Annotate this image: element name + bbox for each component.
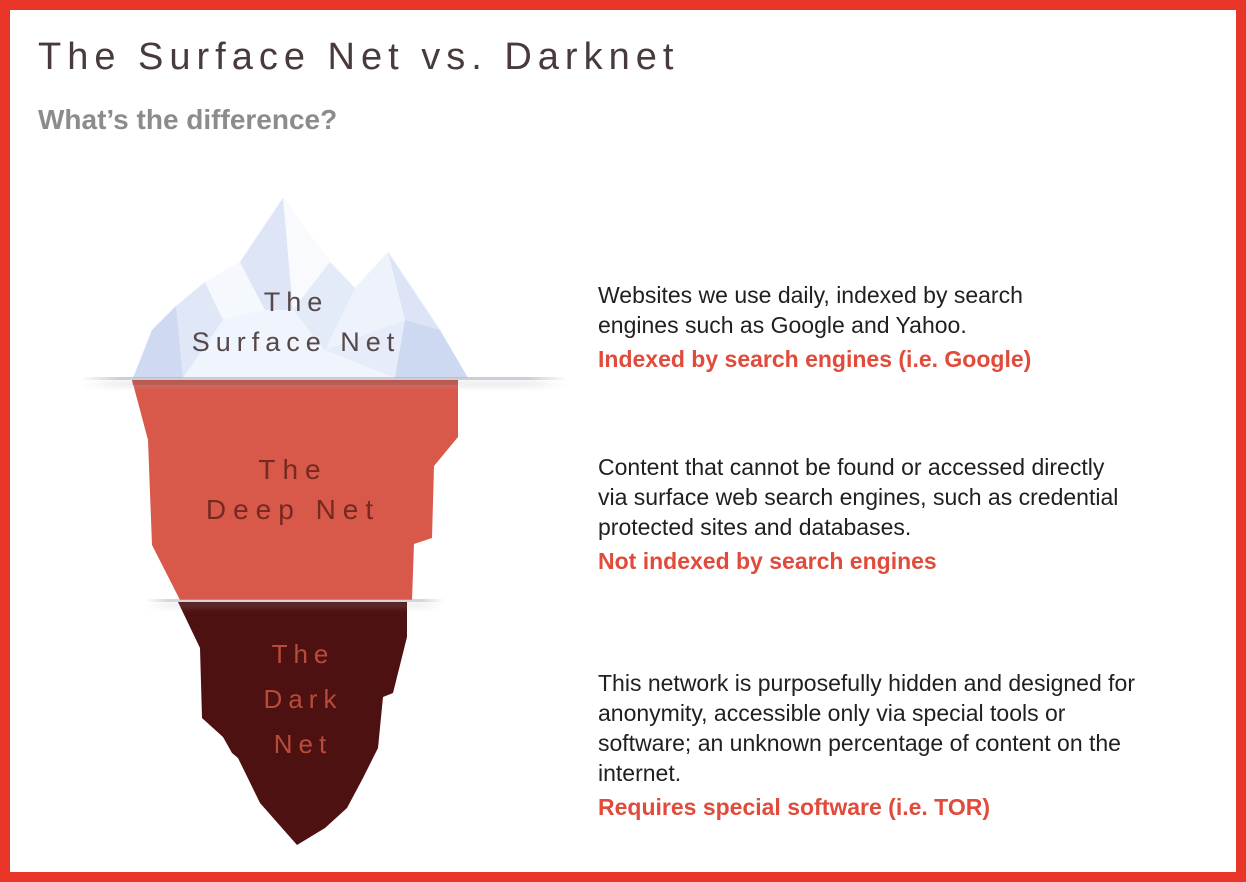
surface-net-description: Websites we use daily, indexed by search… [598, 280, 1098, 374]
iceberg-facet [325, 252, 405, 350]
surface-net-shape [133, 198, 468, 378]
deep-net-label-line: Deep Net [205, 494, 381, 525]
iceberg-facet [283, 198, 330, 310]
deep-net-shape [132, 380, 458, 600]
iceberg-facet [133, 306, 183, 378]
iceberg-facet [183, 310, 395, 378]
deep-net-label: The Deep Net [206, 450, 380, 530]
iceberg-facet [293, 262, 355, 350]
waterline-2 [145, 599, 445, 609]
dark-net-label-line: The [271, 639, 335, 669]
dark-net-label-line: Net [273, 729, 333, 759]
deep-net-description-text: Content that cannot be found or accessed… [598, 454, 1119, 540]
iceberg-facet [176, 282, 223, 378]
iceberg-facet [388, 252, 440, 330]
surface-net-highlight: Indexed by search engines (i.e. Google) [598, 346, 1032, 372]
surface-net-label: The Surface Net [192, 282, 401, 362]
deep-net-highlight: Not indexed by search engines [598, 548, 937, 574]
iceberg-facet [205, 262, 265, 320]
iceberg-facet [240, 198, 293, 310]
iceberg-svg [80, 198, 568, 845]
waterline-1 [80, 377, 568, 388]
dark-net-description: This network is purposefully hidden and … [598, 668, 1158, 822]
page-subtitle: What’s the difference? [38, 104, 338, 135]
deep-net-label-line: The [258, 454, 328, 485]
iceberg-facet [395, 320, 468, 378]
dark-net-label: The Dark Net [264, 632, 343, 767]
surface-net-description-text: Websites we use daily, indexed by search… [598, 282, 1023, 338]
dark-net-highlight: Requires special software (i.e. TOR) [598, 794, 990, 820]
surface-net-label-line: Surface Net [191, 327, 401, 357]
deep-net-description: Content that cannot be found or accessed… [598, 452, 1133, 576]
page-title: The Surface Net vs. Darknet [38, 36, 680, 78]
dark-net-description-text: This network is purposefully hidden and … [598, 670, 1135, 786]
dark-net-shape [178, 602, 407, 845]
dark-net-label-line: Dark [263, 684, 343, 714]
surface-net-label-line: The [263, 287, 329, 317]
iceberg-illustration: The Surface Net The Deep Net The Dark Ne… [75, 190, 575, 862]
